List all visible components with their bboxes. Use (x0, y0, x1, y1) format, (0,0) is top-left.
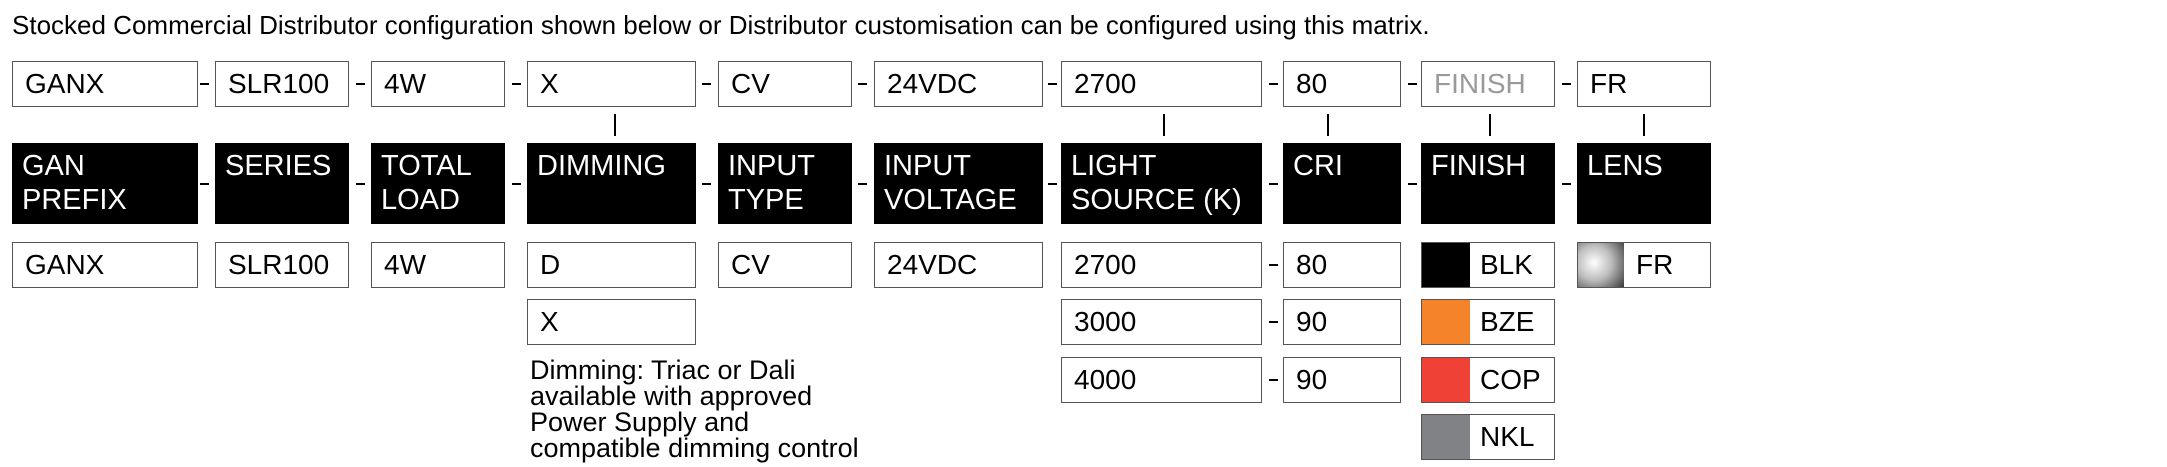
separator-dash (200, 183, 209, 185)
option-finish: BZE (1421, 299, 1555, 345)
separator-dash (702, 83, 711, 85)
config-lens: FR (1577, 61, 1711, 107)
header-light-source: LIGHT SOURCE (K) (1061, 143, 1262, 224)
header-label: CRI (1293, 150, 1343, 182)
header-series: SERIES (215, 143, 349, 224)
header-label: GAN (22, 150, 85, 182)
header-label: DIMMING (537, 150, 666, 182)
header-label: LOAD (381, 184, 460, 216)
option-light-source: 4000 (1061, 357, 1262, 403)
separator-dash (1408, 83, 1417, 85)
header-label: PREFIX (22, 184, 127, 216)
header-label: SERIES (225, 150, 332, 182)
note-line: Power Supply and (530, 407, 750, 437)
finish-label: BZE (1480, 306, 1535, 337)
note-line: Dimming: Triac or Dali (530, 355, 796, 385)
header-label: TOTAL (381, 150, 472, 182)
header-label: SOURCE (K) (1071, 184, 1242, 216)
config-cri: 80 (1283, 61, 1401, 107)
separator-dash (1269, 321, 1278, 323)
config-total-load: 4W (371, 61, 505, 107)
separator-dash (512, 183, 521, 185)
separator-dash (512, 83, 521, 85)
connector-line (1643, 114, 1645, 136)
config-finish: FINISH (1421, 61, 1555, 107)
header-label: VOLTAGE (884, 184, 1017, 216)
finish-swatch (1422, 415, 1470, 459)
option-cri: 90 (1283, 357, 1401, 403)
config-series: SLR100 (215, 61, 349, 107)
separator-dash (1562, 83, 1571, 85)
option-total-load: 4W (371, 242, 505, 288)
header-total-load: TOTAL LOAD (371, 143, 505, 224)
option-finish: NKL (1421, 414, 1555, 460)
option-cri: 90 (1283, 299, 1401, 345)
header-label: TYPE (728, 184, 804, 216)
header-label: FINISH (1431, 150, 1527, 182)
config-input-voltage: 24VDC (874, 61, 1043, 107)
config-light-source: 2700 (1061, 61, 1262, 107)
header-label: LENS (1587, 150, 1663, 182)
header-input-type: INPUT TYPE (718, 143, 852, 224)
finish-swatch (1422, 300, 1470, 344)
finish-label: COP (1480, 364, 1541, 395)
separator-dash (1269, 379, 1278, 381)
separator-dash (702, 183, 711, 185)
option-finish: BLK (1421, 242, 1555, 288)
option-dimming: X (527, 299, 696, 345)
header-cri: CRI (1283, 143, 1401, 224)
connector-line (1489, 114, 1491, 136)
separator-dash (1562, 183, 1571, 185)
config-dimming: X (527, 61, 696, 107)
option-finish: COP (1421, 357, 1555, 403)
separator-dash (1269, 83, 1278, 85)
finish-swatch (1422, 358, 1470, 402)
header-gan-prefix: GAN PREFIX (12, 143, 198, 224)
header-label: INPUT (884, 150, 971, 182)
option-series: SLR100 (215, 242, 349, 288)
connector-line (1163, 114, 1165, 136)
config-input-type: CV (718, 61, 852, 107)
option-gan-prefix: GANX (12, 242, 198, 288)
header-label: INPUT (728, 150, 815, 182)
option-input-type: CV (718, 242, 852, 288)
separator-dash (858, 183, 867, 185)
option-cri: 80 (1283, 242, 1401, 288)
config-gan-prefix: GANX (12, 61, 198, 107)
connector-line (1327, 114, 1329, 136)
lens-label: FR (1636, 249, 1674, 280)
option-light-source: 3000 (1061, 299, 1262, 345)
frosted-lens-icon (1578, 243, 1624, 287)
header-lens: LENS (1577, 143, 1711, 224)
separator-dash (1269, 183, 1278, 185)
finish-swatch (1422, 243, 1470, 287)
finish-label: NKL (1480, 421, 1535, 452)
dimming-note: Dimming: Triac or Dali available with ap… (530, 355, 859, 463)
header-label: LIGHT (1071, 150, 1157, 182)
separator-dash (1408, 183, 1417, 185)
note-line: available with approved (530, 381, 813, 411)
separator-dash (356, 183, 365, 185)
separator-dash (1048, 183, 1057, 185)
header-finish: FINISH (1421, 143, 1555, 224)
connector-line (614, 114, 616, 136)
header-input-voltage: INPUT VOLTAGE (874, 143, 1043, 224)
separator-dash (356, 83, 365, 85)
option-dimming: D (527, 242, 696, 288)
finish-label: BLK (1480, 249, 1533, 280)
separator-dash (200, 83, 209, 85)
separator-dash (858, 83, 867, 85)
separator-dash (1048, 83, 1057, 85)
intro-text: Stocked Commercial Distributor configura… (12, 10, 1430, 40)
header-dimming: DIMMING (527, 143, 696, 224)
option-lens: FR (1577, 242, 1711, 288)
option-light-source: 2700 (1061, 242, 1262, 288)
separator-dash (1269, 264, 1278, 266)
note-line: compatible dimming control (530, 433, 859, 463)
option-input-voltage: 24VDC (874, 242, 1043, 288)
